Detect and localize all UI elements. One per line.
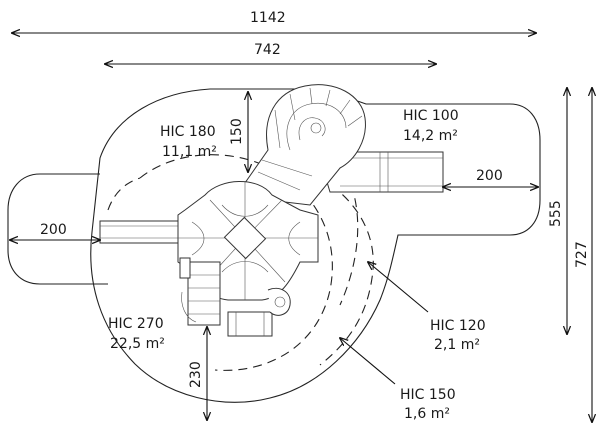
zone-label-hic-120: HIC 120 (430, 318, 486, 334)
zone-area-hic-150: 1,6 m² (404, 406, 450, 422)
climbing-access (179, 257, 291, 337)
dimension-right-height-inner: 555 (548, 200, 564, 227)
zone-area-hic-120: 2,1 m² (434, 337, 480, 353)
dimension-overall-width: 1142 (250, 10, 286, 26)
zone-area-hic-180: 11,1 m² (162, 144, 217, 160)
dimension-inner-width: 742 (254, 42, 281, 58)
zone-label-hic-180: HIC 180 (160, 124, 216, 140)
spiral-tube-slide (239, 84, 366, 206)
dimension-left-offset: 200 (40, 222, 67, 238)
play-structure (99, 84, 444, 337)
dimension-right-height-outer: 727 (574, 241, 590, 268)
zone-area-hic-270: 22,5 m² (110, 336, 165, 352)
zone-label-hic-150: HIC 150 (400, 387, 456, 403)
dimension-lines (10, 33, 592, 422)
zone-area-hic-100: 14,2 m² (403, 128, 458, 144)
zone-label-hic-270: HIC 270 (108, 316, 164, 332)
dimension-right-offset: 200 (476, 168, 503, 184)
dimension-top-offset: 150 (229, 118, 245, 145)
dimension-bottom-offset: 230 (188, 361, 204, 388)
zone-label-hic-100: HIC 100 (403, 108, 459, 124)
